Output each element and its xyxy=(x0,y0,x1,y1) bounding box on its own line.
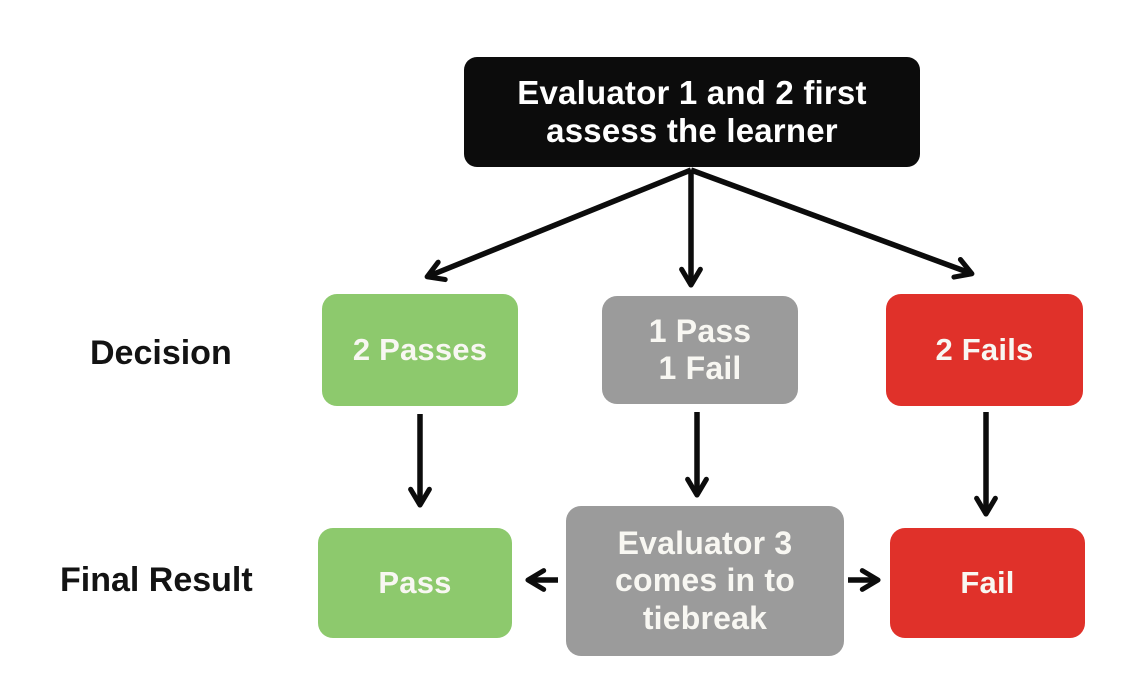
node-evaluator-3: Evaluator 3 comes in to tiebreak xyxy=(566,506,844,656)
node-fail: Fail xyxy=(890,528,1085,638)
node-pass: Pass xyxy=(318,528,512,638)
node-two-passes: 2 Passes xyxy=(322,294,518,406)
row-label-decision: Decision xyxy=(90,334,232,372)
node-start-label: Evaluator 1 and 2 first assess the learn… xyxy=(517,73,867,149)
node-one-pass-one-fail: 1 Pass 1 Fail xyxy=(602,296,798,404)
row-label-final-result: Final Result xyxy=(60,561,253,599)
node-one-pass-one-fail-label: 1 Pass 1 Fail xyxy=(648,312,752,386)
arrow-start-to-two-fails xyxy=(690,167,975,280)
node-start: Evaluator 1 and 2 first assess the learn… xyxy=(464,57,920,167)
node-pass-label: Pass xyxy=(378,565,452,601)
node-two-passes-label: 2 Passes xyxy=(352,332,488,368)
node-two-fails-label: 2 Fails xyxy=(935,332,1034,368)
arrow-start-to-two-passes xyxy=(424,167,693,283)
node-two-fails: 2 Fails xyxy=(886,294,1083,406)
node-evaluator-3-label: Evaluator 3 comes in to tiebreak xyxy=(614,525,795,636)
node-fail-label: Fail xyxy=(960,565,1015,601)
